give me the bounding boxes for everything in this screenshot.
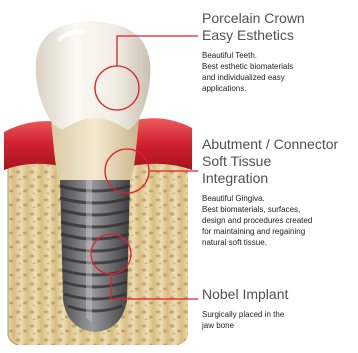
abutment-title-2: Soft Tissue — [202, 153, 338, 170]
crown-desc-line: and individualized easy — [202, 72, 305, 83]
implant-title: Nobel Implant — [202, 286, 288, 303]
implant-description: Surgically placed in the jaw bone — [202, 309, 288, 331]
porcelain-crown — [36, 21, 151, 130]
implant-fixture — [60, 178, 130, 332]
crown-desc-line: applications. — [202, 83, 305, 94]
crown-description: Beautiful Teeth. Best esthetic biomateri… — [202, 50, 305, 94]
crown-label: Porcelain Crown Easy Esthetics Beautiful… — [202, 10, 305, 94]
abutment-description: Beautiful Gingiva. Best biomaterials, su… — [202, 193, 338, 248]
crown-title-1: Porcelain Crown — [202, 10, 305, 27]
implant-desc-line: jaw bone — [202, 320, 288, 331]
abutment-desc-line: natural soft tissue. — [202, 237, 338, 248]
crown-title-2: Easy Esthetics — [202, 27, 305, 44]
abutment-title-1: Abutment / Connector — [202, 136, 338, 153]
abutment-label: Abutment / Connector Soft Tissue Integra… — [202, 136, 338, 248]
abutment-desc-line: for maintaining and regaining — [202, 226, 338, 237]
abutment-desc-line: Best biomaterials, surfaces, — [202, 204, 338, 215]
crown-desc-line: Beautiful Teeth. — [202, 50, 305, 61]
abutment-desc-line: design and procedures created — [202, 215, 338, 226]
implant-desc-line: Surgically placed in the — [202, 309, 288, 320]
crown-desc-line: Best esthetic biomaterials — [202, 61, 305, 72]
abutment-desc-line: Beautiful Gingiva. — [202, 193, 338, 204]
implant-label: Nobel Implant Surgically placed in the j… — [202, 286, 288, 331]
abutment-title-3: Integration — [202, 170, 338, 187]
